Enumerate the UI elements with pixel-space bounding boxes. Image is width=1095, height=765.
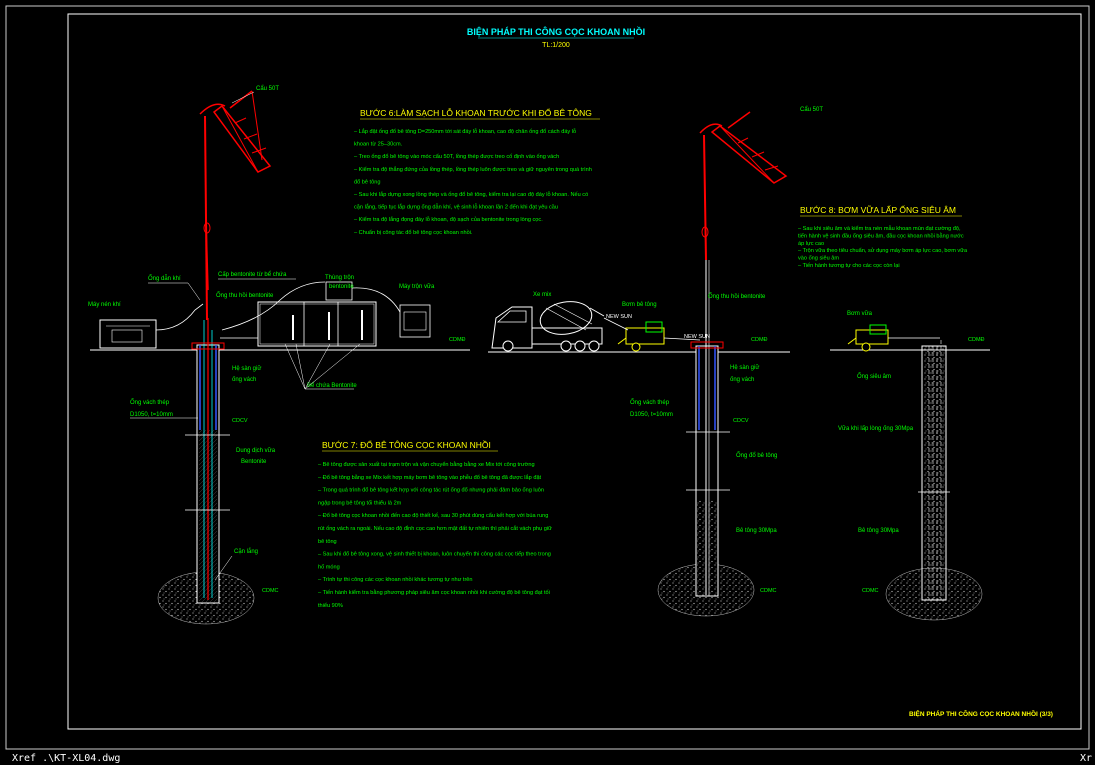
mixer-truck xyxy=(491,301,605,352)
inner-frame xyxy=(67,13,1082,730)
step7-line-6: rút ống vách ra ngoài. Nếu cao độ đỉnh c… xyxy=(318,525,552,532)
label-bom-vua: Bơm vữa xyxy=(847,311,873,317)
crane-2 xyxy=(699,111,788,261)
step8-line-6: – Tiến hành tương tự cho các cọc còn lại xyxy=(798,263,900,269)
step6-line-1: – Lắp đặt ống đổ bê tông D=250mm tới sát… xyxy=(354,128,576,135)
step8-block: BƯỚC 8: BƠM VỮA LẤP ỐNG SIÊU ÂM – Sau kh… xyxy=(798,204,968,269)
label-ong-vach-thep2: Ống vách thép xyxy=(630,399,670,406)
label-xe-mix: Xe mix xyxy=(533,292,551,298)
step8-line-5: vào ống siêu âm xyxy=(798,256,839,262)
step7-line-7: bê tông xyxy=(318,539,337,545)
cdmd-mark-3: CDMĐ xyxy=(968,337,985,343)
label-be-tong-30b: Bê tông 30Mpa xyxy=(858,528,899,534)
step7-line-2: – Đổ bê tông bằng xe Mix kết hợp máy bơm… xyxy=(318,474,542,481)
step7-line-1: – Bê tông được sản xuất tại trạm trộn và… xyxy=(318,461,535,468)
step6-block: BƯỚC 6:LÀM SẠCH LỖ KHOAN TRƯỚC KHI ĐỔ BÊ… xyxy=(354,107,600,236)
grout-pump xyxy=(847,324,940,352)
label-ong-thu-hoi: Ống thu hồi bentonite xyxy=(216,292,274,299)
step6-line-2: khoan từ 25–30cm. xyxy=(354,142,403,148)
drawing-title: BIỆN PHÁP THI CÔNG CỌC KHOAN NHỒI xyxy=(467,26,645,37)
label-new-sun-2: NEW SUN xyxy=(684,334,710,340)
label-can-lang: Cặn lắng xyxy=(234,548,258,555)
cdmd-mark-1: CDMĐ xyxy=(449,337,466,343)
label-bom-be-tong: Bơm bê tông xyxy=(622,302,657,308)
step7-line-3: – Trong quá trình đổ bê tông kết hợp với… xyxy=(318,487,544,494)
step8-line-1: – Sau khi siêu âm và kiểm tra nén mẫu kh… xyxy=(798,225,961,232)
step6-line-8: – Kiểm tra độ lắng đọng đáy lỗ khoan, độ… xyxy=(354,216,543,223)
step7-line-10: – Trình tự thi công các cọc khoan nhồi k… xyxy=(318,577,473,583)
label-may-tron-vua: Máy trộn vữa xyxy=(399,284,435,290)
crane-1 xyxy=(199,90,272,321)
step6-heading: BƯỚC 6:LÀM SẠCH LỖ KHOAN TRƯỚC KHI ĐỔ BÊ… xyxy=(360,107,592,118)
label-cap-bentonite: Cấp bentonite từ bể chứa xyxy=(218,271,287,278)
step8-line-4: – Trộn vữa theo tiêu chuẩn, sử dụng máy … xyxy=(798,247,968,254)
air-compressor xyxy=(99,303,204,349)
label-ong-vach2: ống vách xyxy=(730,377,754,383)
drawing-scale: TL:1/200 xyxy=(542,42,570,49)
label-ong-dan-khi: Ống dẫn khí xyxy=(148,275,181,282)
footer-title: BIỆN PHÁP THI CÔNG CỌC KHOAN NHỒI (3/3) xyxy=(909,708,1053,718)
pile-3 xyxy=(885,340,983,621)
step7-line-11: – Tiến hành kiểm tra bằng phương pháp si… xyxy=(318,589,550,596)
step8-heading: BƯỚC 8: BƠM VỮA LẤP ỐNG SIÊU ÂM xyxy=(800,204,956,215)
cdcv-mark-2: CDCV xyxy=(733,418,749,424)
label-dung-dich-vua: Dung dịch vữa xyxy=(236,448,276,454)
label-bentonite: bentonite xyxy=(329,284,354,290)
step6-line-9: – Chuẩn bị công tác đổ bê tông cọc khoan… xyxy=(354,229,473,236)
step6-lines: – Lắp đặt ống đổ bê tông D=250mm tới sát… xyxy=(354,128,592,236)
step7-block: BƯỚC 7: ĐỔ BÊ TÔNG CỌC KHOAN NHỒI – Bê t… xyxy=(318,439,552,609)
step8-line-2: tiến hành vệ sinh đầu ống siêu âm, đầu c… xyxy=(798,232,964,239)
label-he-san-giu2: Hệ sàn giữ xyxy=(730,365,759,371)
step7-line-5: – Đổ bê tông cọc khoan nhồi đến cao độ t… xyxy=(318,512,548,519)
bentonite-tank xyxy=(220,281,431,347)
label-ong-sieu-am: Ống siêu âm xyxy=(857,373,891,380)
label-crane2: Cẩu 50T xyxy=(800,106,823,113)
concrete-pump xyxy=(603,317,701,352)
label-ong-vach: ống vách xyxy=(232,377,256,383)
xref-right: Xr xyxy=(1080,753,1093,764)
pile-2 xyxy=(657,260,755,617)
label-crane1: Cẩu 50T xyxy=(256,85,279,92)
xref-left: Xref .\KT-XL04.dwg xyxy=(12,753,121,764)
cdmc-mark-1: CDMC xyxy=(262,588,279,594)
label-may-nen-khi: Máy nén khí xyxy=(88,302,121,308)
cdcv-mark-1: CDCV xyxy=(232,418,248,424)
label-d1050: D1050, t=10mm xyxy=(130,412,173,418)
label-be-chua: Bể chứa Bentonite xyxy=(307,382,357,389)
pile-1 xyxy=(157,318,255,625)
label-be-tong-30: Bê tông 30Mpa xyxy=(736,528,777,534)
step6-line-5: đổ bê tông xyxy=(354,178,380,185)
step8-lines: – Sau khi siêu âm và kiểm tra nén mẫu kh… xyxy=(798,225,968,269)
step7-line-12: thiểu 90% xyxy=(318,602,343,609)
step6-line-3: – Treo ống đổ bê tông vào móc cẩu 50T, l… xyxy=(354,153,559,160)
label-ong-vach-thep: Ống vách thép xyxy=(130,399,170,406)
step7-heading: BƯỚC 7: ĐỔ BÊ TÔNG CỌC KHOAN NHỒI xyxy=(322,439,491,450)
label-new-sun-1: NEW SUN xyxy=(606,314,632,320)
outer-frame xyxy=(5,5,1090,750)
cdmc-mark-2: CDMC xyxy=(760,588,777,594)
step6-line-6: – Sau khi lắp dựng xong lồng thép và ống… xyxy=(354,191,588,198)
step6-line-7: cặn lắng, tiếp tục lắp dựng ống dẫn khí,… xyxy=(354,204,558,211)
label-ong-do-be-tong: Ống đổ bê tông xyxy=(736,452,777,459)
step6-line-4: – Kiểm tra độ thẳng đứng của lồng thép, … xyxy=(354,166,592,173)
step7-line-9: hố móng xyxy=(318,564,340,570)
label-vua-khi-lap: Vữa khi lấp lòng ống 30Mpa xyxy=(838,426,914,432)
step8-line-3: áp lực cao xyxy=(798,241,824,247)
step7-lines: – Bê tông được sản xuất tại trạm trộn và… xyxy=(318,461,552,609)
status-bar: Xref .\KT-XL04.dwg Xr xyxy=(0,751,1095,765)
label-bentonite2: Bentonite xyxy=(241,459,267,465)
label-ong-thu-hoi2: Ống thu hồi bentonite xyxy=(708,293,766,300)
label-he-san-giu: Hệ sàn giữ xyxy=(232,366,261,372)
cdmd-mark-2: CDMĐ xyxy=(751,337,768,343)
step7-line-4: ngập trong bê tông tối thiểu là 2m xyxy=(318,499,402,506)
step7-line-8: – Sau khi đổ bê tông xong, vệ sinh thiết… xyxy=(318,551,551,558)
label-d1050-2: D1050, t=10mm xyxy=(630,412,673,418)
label-thung-tron: Thùng trộn xyxy=(325,275,354,281)
cdmc-mark-3: CDMC xyxy=(862,588,879,594)
